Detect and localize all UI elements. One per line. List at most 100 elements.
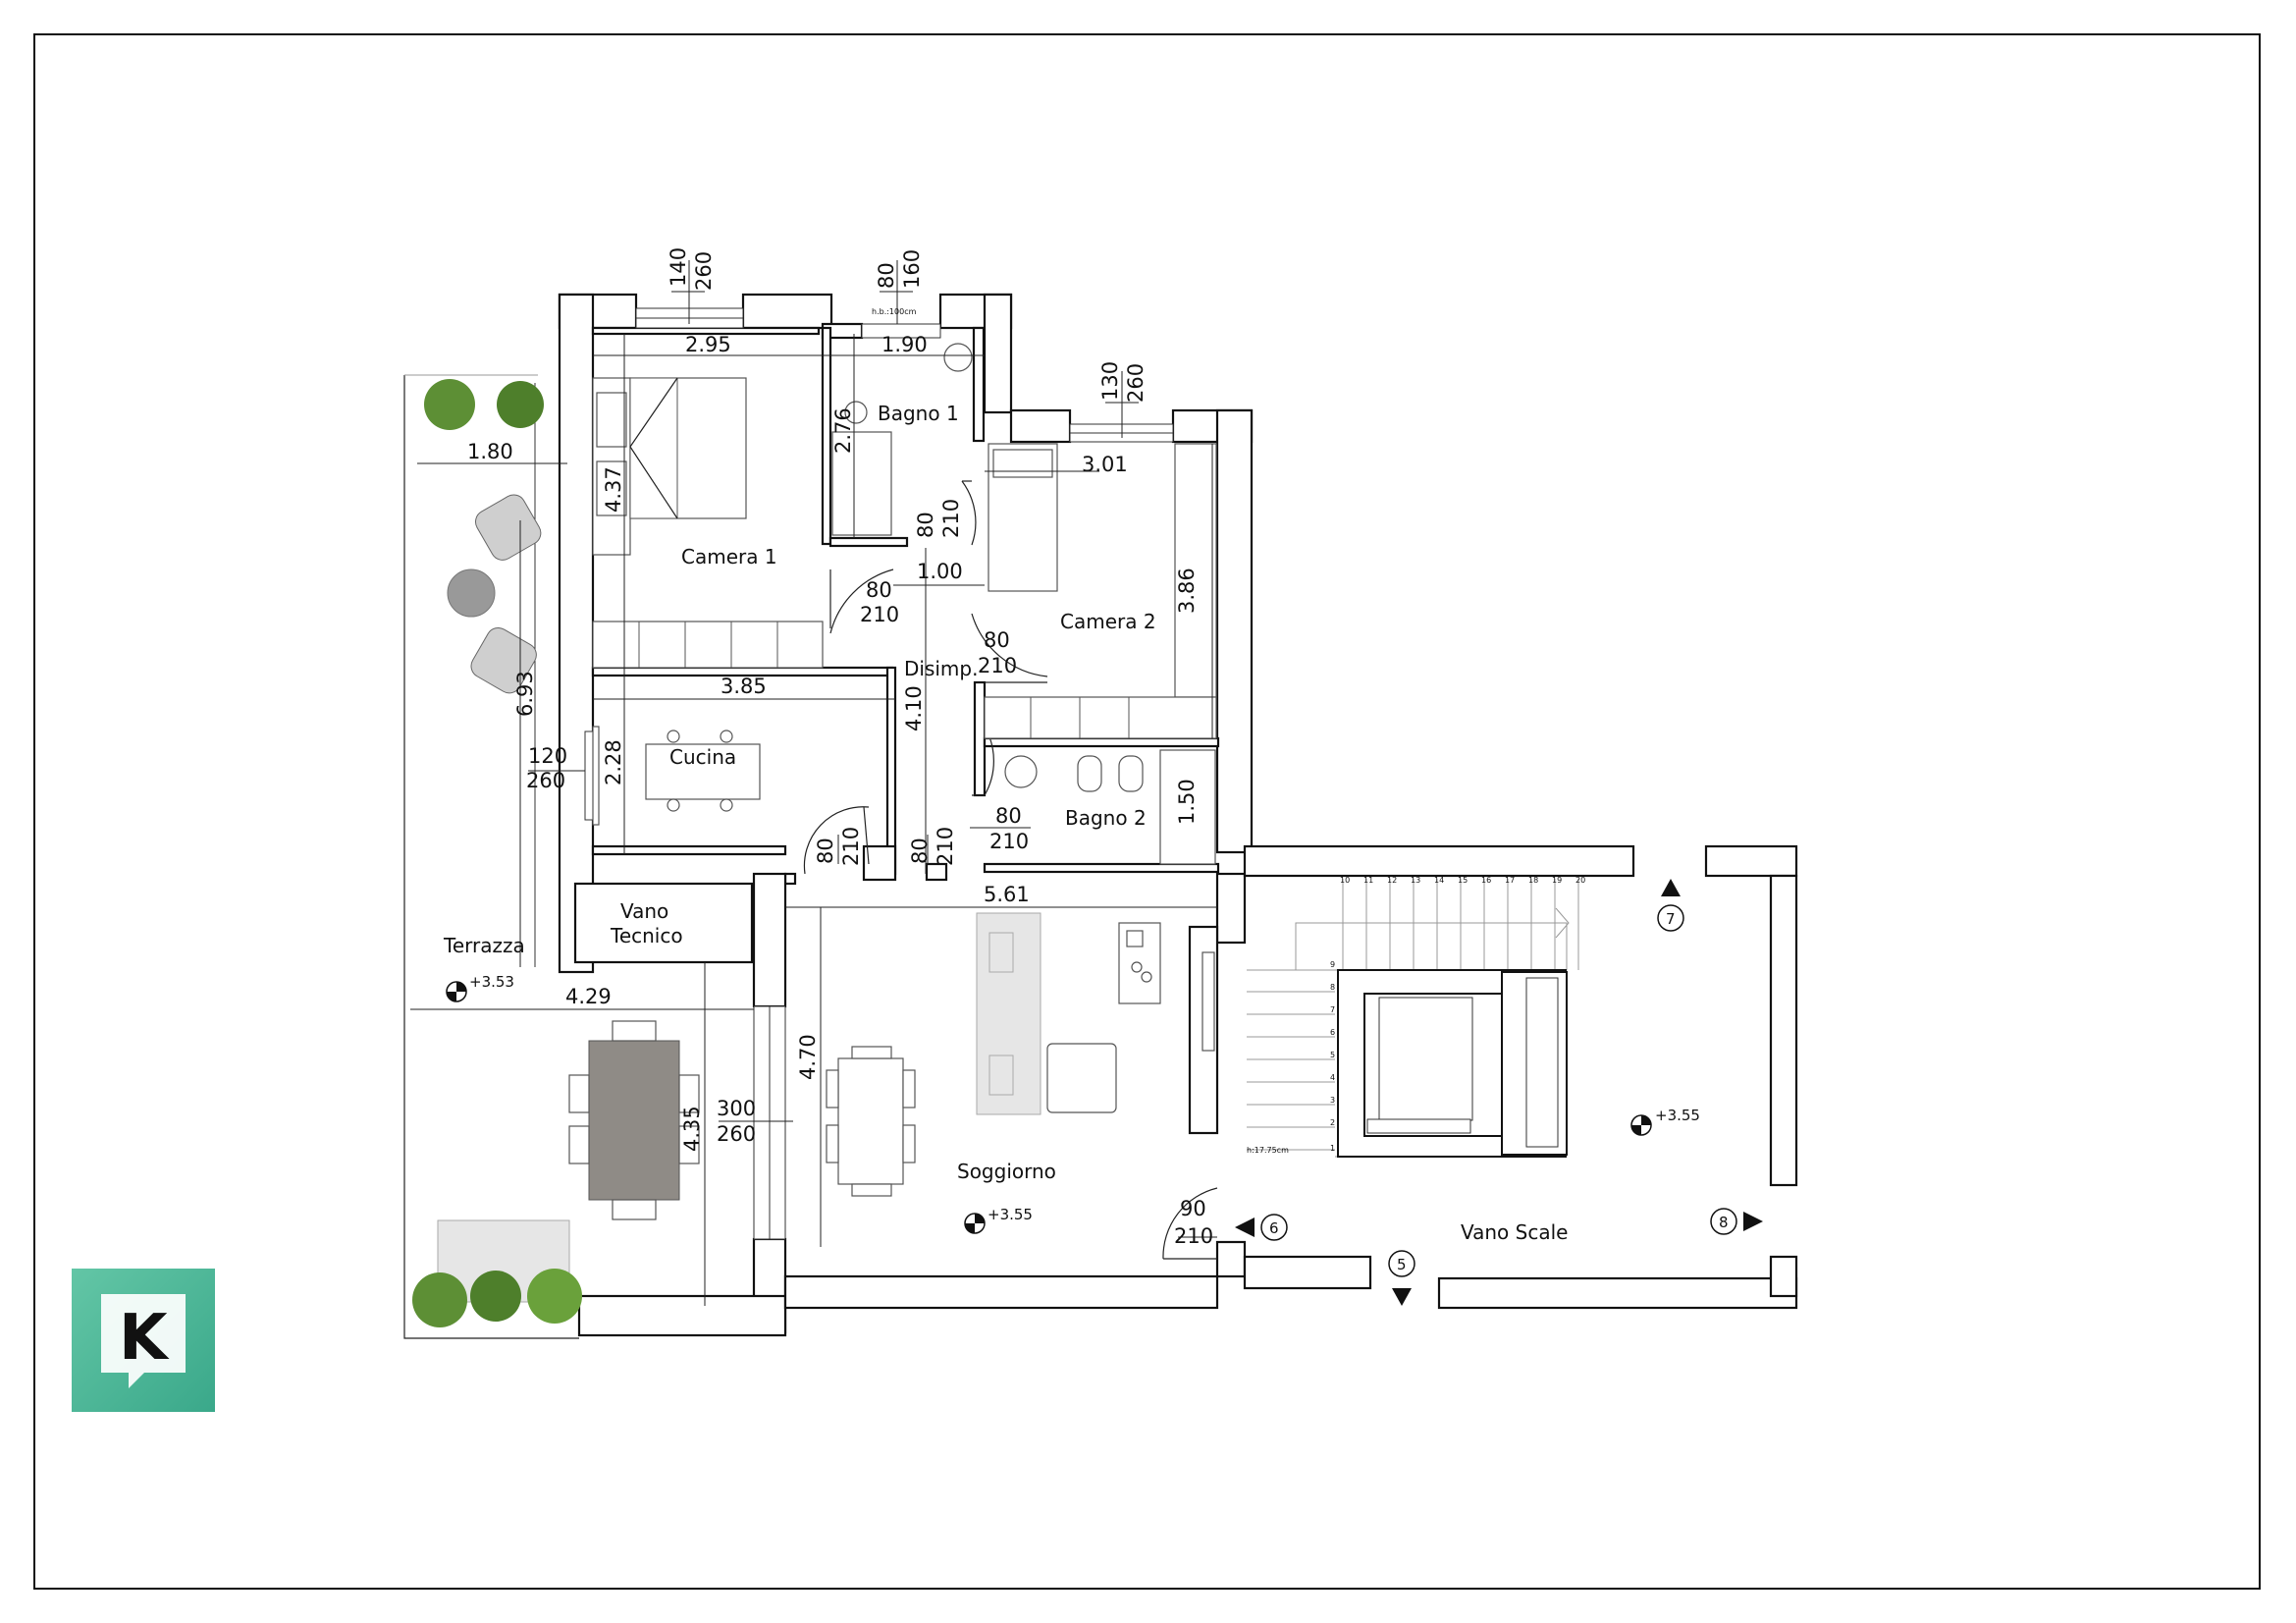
dim-terrace-length: 6.93 [513,671,537,717]
label-terrazza: Terrazza [443,934,525,957]
opening-labels: 140 260 80 160 h.b.:100cm 130 260 80 210… [526,247,1213,1248]
label-camera-2: Camera 2 [1060,610,1156,633]
label-bagno-1: Bagno 1 [878,402,959,425]
dim-bagno2-depth: 1.50 [1175,779,1199,825]
label-bagno-2: Bagno 2 [1065,806,1147,830]
svg-text:17: 17 [1505,876,1515,885]
dim-soggiorno-depth: 4.70 [796,1034,820,1080]
svg-text:18: 18 [1528,876,1538,885]
svg-text:210: 210 [860,603,899,626]
svg-text:90: 90 [1180,1197,1206,1220]
svg-text:210: 210 [978,654,1017,677]
dim-bagno1-depth: 2.76 [831,407,855,454]
section-marker-5: 5 [1388,1250,1415,1306]
svg-text:8: 8 [1719,1214,1729,1231]
dim-terrace-depth-bottom: 4.35 [680,1106,704,1152]
svg-text:h.b.:100cm: h.b.:100cm [872,307,917,316]
svg-text:13: 13 [1411,876,1420,885]
svg-text:7: 7 [1666,910,1676,928]
svg-text:7: 7 [1330,1005,1335,1014]
svg-text:260: 260 [717,1122,756,1146]
dim-cucina-width: 3.85 [721,675,767,698]
svg-text:+3.55: +3.55 [1655,1107,1700,1124]
section-marker-8: 8 [1710,1208,1763,1235]
svg-text:260: 260 [526,769,565,792]
logo-mark: K [101,1294,186,1388]
svg-text:210: 210 [934,827,957,866]
dim-camera2-depth: 3.86 [1175,568,1199,614]
svg-text:8: 8 [1330,983,1335,992]
label-camera-1: Camera 1 [681,545,777,568]
svg-text:2: 2 [1330,1118,1335,1127]
svg-text:11: 11 [1363,876,1373,885]
svg-text:+3.55: +3.55 [988,1206,1033,1223]
svg-text:6: 6 [1269,1219,1279,1237]
svg-text:80: 80 [984,628,1010,652]
svg-text:210: 210 [939,499,963,538]
svg-text:80: 80 [995,804,1022,828]
label-vano-tecnico-line2: Tecnico [610,924,683,947]
svg-text:260: 260 [1124,363,1148,403]
svg-text:210: 210 [989,830,1029,853]
svg-text:80: 80 [814,838,837,864]
dim-disimp-width: 1.00 [917,560,963,583]
svg-text:20: 20 [1575,876,1585,885]
svg-text:4: 4 [1330,1073,1335,1082]
level-marker-soggiorno: +3.55 [964,1206,1033,1234]
svg-text:210: 210 [839,827,863,866]
sheet-frame [33,33,2261,1590]
svg-text:120: 120 [528,744,567,768]
label-cucina: Cucina [669,745,736,769]
svg-text:130: 130 [1098,361,1122,401]
svg-text:260: 260 [692,251,716,291]
svg-text:140: 140 [667,247,690,287]
svg-text:14: 14 [1434,876,1444,885]
dim-soggiorno-width: 5.61 [984,883,1030,906]
dim-camera1-depth: 4.37 [602,466,625,513]
svg-text:1: 1 [1330,1144,1335,1153]
dim-terrace-width-bottom: 4.29 [565,985,612,1008]
svg-text:9: 9 [1330,960,1335,969]
svg-text:80: 80 [875,262,898,289]
svg-text:300: 300 [717,1097,756,1120]
svg-text:3: 3 [1330,1096,1335,1105]
svg-text:5: 5 [1330,1051,1335,1059]
svg-text:6: 6 [1330,1028,1335,1037]
section-marker-7: 7 [1657,879,1684,932]
dimension-lines [410,260,1217,1306]
windows [584,307,1174,1240]
svg-text:+3.53: +3.53 [469,973,514,991]
svg-text:10: 10 [1340,876,1350,885]
svg-text:h:17.75cm: h:17.75cm [1247,1146,1289,1155]
section-marker-6: 6 [1235,1214,1288,1241]
label-disimpegno: Disimp. [904,657,978,680]
svg-text:80: 80 [866,578,892,602]
dim-terrace-width-top: 1.80 [467,440,513,463]
dim-camera1-width: 2.95 [685,333,731,356]
svg-text:80: 80 [908,838,932,864]
svg-text:16: 16 [1481,876,1491,885]
dim-camera2-width: 3.01 [1082,453,1128,476]
svg-text:K: K [119,1302,170,1375]
svg-text:15: 15 [1458,876,1468,885]
terrace-outline [403,375,579,1339]
brand-logo: K [72,1269,215,1412]
level-marker-vano-scale: +3.55 [1630,1107,1700,1136]
label-vano-scale: Vano Scale [1461,1220,1568,1244]
dim-cucina-depth: 2.28 [602,739,625,785]
walls [558,293,1798,1337]
stair-step-numbers: 10 11 12 13 14 15 16 17 18 19 20 9 8 7 6… [1247,876,1585,1155]
dim-bagno1-width: 1.90 [881,333,928,356]
furniture [412,343,1217,1327]
svg-text:160: 160 [900,249,924,289]
svg-text:12: 12 [1387,876,1397,885]
label-vano-tecnico-line1: Vano [620,899,668,923]
stairs [1247,879,1579,1158]
dim-disimp-depth: 4.10 [902,685,926,731]
label-soggiorno: Soggiorno [957,1160,1056,1183]
level-marker-terrazza: +3.53 [446,973,514,1002]
svg-text:19: 19 [1552,876,1562,885]
svg-text:80: 80 [914,512,937,538]
svg-text:210: 210 [1174,1224,1213,1248]
